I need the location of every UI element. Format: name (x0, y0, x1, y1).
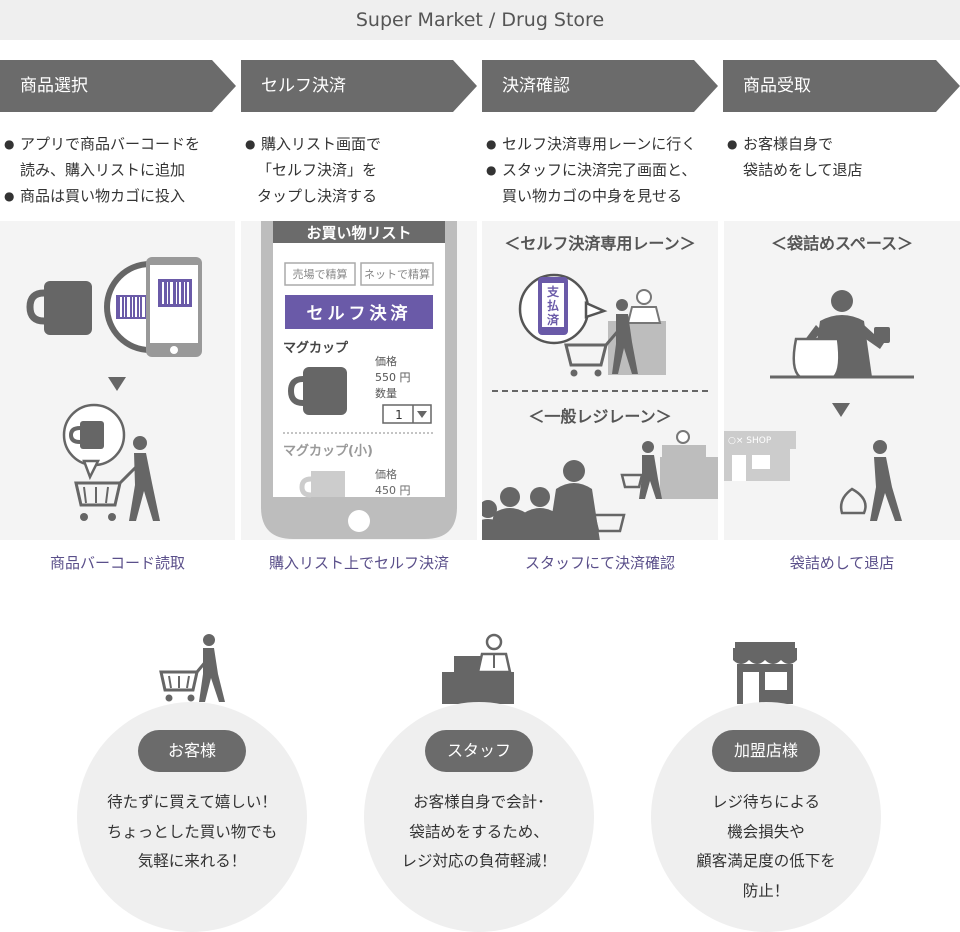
step-3-desc: セルフ決済専用レーンに行く スタッフに決済完了画面と、 買い物カゴの中身を見せる (486, 131, 696, 209)
benefit-customer-text: 待たずに買えて嬉しい！ ちょっとした買い物でも 気軽に来れる！ (77, 788, 307, 877)
customer-cart-icon (159, 634, 225, 702)
phone-qty-value: 1 (395, 408, 403, 422)
step-3-arrow: 決済確認 (482, 60, 718, 112)
paid-badge-1: 支 (546, 284, 560, 299)
benefit-merchant-title: 加盟店様 (712, 730, 820, 772)
benefit-customer-title: お客様 (138, 730, 246, 772)
benefit-staff-line-1: お客様自身で会計･ (413, 793, 545, 811)
benefit-merchant-line-2: 機会損失や (727, 822, 805, 841)
benefit-merchant-text: レジ待ちによる 機会損失や 顧客満足度の低下を 防止！ (651, 788, 881, 906)
panel-phone: お買い物リスト 売場で精算 ネットで精算 セルフ決済 マグカップ 価格 550 … (241, 221, 477, 540)
step-1-desc: アプリで商品バーコードを 読み、購入リストに追加 商品は買い物カゴに投入 (4, 131, 200, 209)
desc-2-line-3: タップし決済する (257, 187, 378, 205)
chevron-down-icon (417, 411, 427, 418)
step-3-caption: スタッフにて決済確認 (524, 554, 675, 572)
benefit-customer-line-1: 待たずに買えて嬉しい！ (107, 793, 277, 811)
step-1-arrow: 商品選択 (0, 60, 236, 112)
speech-bubble-icon (62, 403, 126, 481)
walking-person-with-bag-icon (839, 440, 902, 521)
phone-tab-net[interactable] (360, 262, 434, 286)
desc-3-line-2: スタッフに決済完了画面と、 (486, 157, 696, 183)
self-lane-label: ＜セルフ決済専用レーン＞ (504, 234, 695, 253)
step-2-label: セルフ決済 (261, 76, 346, 96)
desc-3-line-3: 買い物カゴの中身を見せる (502, 187, 683, 205)
step-4-arrow: 商品受取 (723, 60, 960, 112)
down-arrow-icon (832, 403, 850, 417)
benefit-merchant-line-3: 顧客満足度の低下を (696, 852, 836, 870)
desc-2-line-2: 「セルフ決済」を (257, 161, 378, 179)
panel-lanes: ＜セルフ決済専用レーン＞ 支 払 済 ＜一般レジレーン＞ (482, 221, 718, 540)
phone-pay-button-label: セルフ決済 (307, 303, 412, 324)
paid-badge-2: 払 (547, 298, 559, 313)
phone-price-label: 価格 (375, 354, 397, 368)
bagging-person-icon (792, 290, 890, 379)
step-4-label: 商品受取 (743, 76, 811, 96)
benefit-staff-line-3: レジ対応の負荷軽減！ (401, 852, 557, 870)
step-4-desc: お客様自身で 袋詰めをして退店 (727, 131, 863, 183)
phone-title: お買い物リスト (306, 224, 411, 242)
paid-badge-3: 済 (547, 312, 560, 327)
shopper-with-cart-icon (74, 436, 160, 521)
desc-4-line-2: 袋詰めをして退店 (743, 161, 863, 179)
step-2-arrow: セルフ決済 (241, 60, 477, 112)
panel-scan (0, 221, 235, 540)
phone-pay-button[interactable] (285, 295, 433, 329)
phone-item1-price: 550 円 (375, 371, 411, 384)
benefit-staff-title: スタッフ (425, 730, 533, 772)
desc-3-line-1: セルフ決済専用レーンに行く (486, 131, 696, 157)
step-4-caption: 袋詰めして退店 (789, 554, 895, 572)
benefit-merchant-line-4: 防止！ (742, 881, 790, 900)
phone-qty-label: 数量 (375, 387, 397, 400)
mug-icon (26, 281, 92, 335)
step-1-label: 商品選択 (20, 76, 88, 96)
qty-select[interactable] (382, 404, 432, 424)
step-3-label: 決済確認 (502, 76, 570, 96)
phone-item2-name: マグカップ(小) (283, 443, 373, 459)
benefit-staff-line-2: 袋詰めをするため、 (409, 822, 549, 841)
smartphone-icon (146, 257, 202, 357)
bagging-space-label: ＜袋詰めスペース＞ (771, 234, 913, 253)
small-mug-icon (299, 471, 345, 498)
general-lane-label: ＜一般レジレーン＞ (528, 407, 671, 426)
desc-1-line-2: 読み、購入リストに追加 (20, 161, 186, 179)
benefit-staff-text: お客様自身で会計･ 袋詰めをするため、 レジ対応の負荷軽減！ (364, 788, 594, 877)
waiting-queue-icon (482, 441, 662, 540)
phone-tab-store-label: 売場で精算 (293, 267, 348, 281)
phone-tab-net-label: ネットで精算 (364, 267, 430, 281)
mug-icon (287, 367, 347, 415)
page-header: Super Market / Drug Store (0, 0, 960, 40)
store-icon (733, 642, 797, 704)
step-2-desc: 購入リスト画面で 「セルフ決済」を タップし決済する (245, 131, 381, 209)
shop-icon (724, 431, 796, 481)
panel-bagging: ＜袋詰めスペース＞ ○× SHOP (724, 221, 960, 540)
staff-counter-icon (442, 633, 514, 704)
phone-item2-price-label: 価格 (375, 467, 397, 481)
shopper-with-cart-icon (564, 299, 638, 377)
step-1-caption: 商品バーコード読取 (49, 554, 185, 572)
desc-1-line-3: 商品は買い物カゴに投入 (4, 183, 200, 209)
desc-1-line-1: アプリで商品バーコードを (4, 131, 200, 157)
phone-item1-name: マグカップ (283, 340, 349, 356)
benefit-customer-line-2: ちょっとした買い物でも (106, 822, 278, 841)
benefit-merchant-line-1: レジ待ちによる (711, 793, 821, 811)
desc-2-line-1: 購入リスト画面で (245, 131, 381, 157)
desc-4-line-1: お客様自身で (727, 131, 863, 157)
step-2-caption: 購入リスト上でセルフ決済 (268, 554, 449, 572)
down-arrow-icon (108, 377, 126, 391)
paid-bubble-icon (518, 273, 608, 345)
phone-tab-store[interactable] (284, 262, 356, 286)
benefit-customer-line-3: 気軽に来れる！ (137, 852, 247, 870)
general-counter-icon (660, 430, 718, 499)
shop-sign: ○× SHOP (728, 436, 772, 446)
phone-item2-price: 450 円 (375, 484, 411, 497)
